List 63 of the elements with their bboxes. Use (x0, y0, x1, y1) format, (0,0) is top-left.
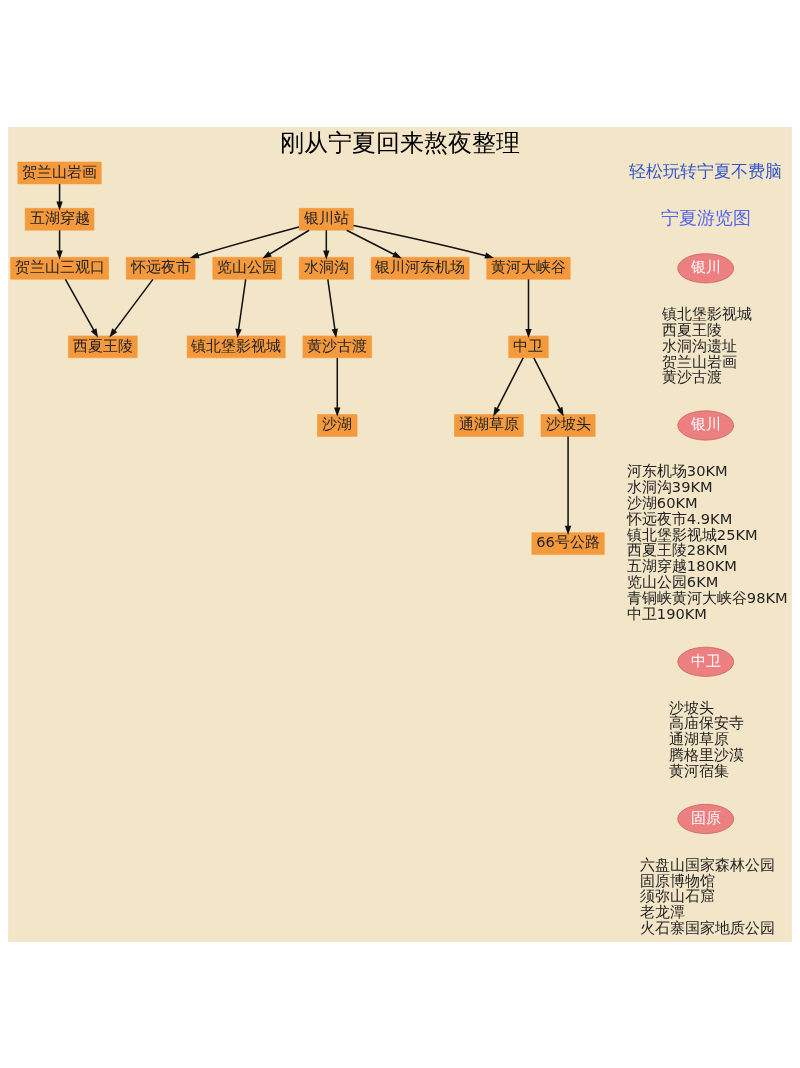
node-box: 沙湖 (317, 413, 358, 437)
node-box: 五湖穿越 (24, 207, 95, 231)
node-label: 青铜峡黄河大峡谷98KM (626, 588, 788, 606)
node-box: 贺兰山岩画 (17, 161, 102, 184)
node-box: 中卫 (508, 335, 549, 358)
diagram-title: 刚从宁夏回来熬夜整理 (280, 127, 520, 157)
node-box: 黄河大峡谷 (486, 256, 571, 280)
node-label: 腾格里沙漠 (668, 745, 744, 763)
node-box: 览山公园 (212, 256, 282, 280)
node-label: 沙湖60KM (626, 493, 698, 511)
node-label: 黄沙古渡 (661, 367, 722, 385)
node-box: 银川河东机场 (370, 256, 470, 280)
node-label: 览山公园6KM (626, 572, 719, 590)
arrow (64, 278, 99, 338)
node-box: 怀远夜市 (125, 256, 196, 280)
arrow (334, 356, 341, 417)
arrow (345, 229, 402, 258)
node-label: 河东机场30KM (626, 461, 728, 479)
arrow (533, 356, 564, 416)
node-label: 西夏王陵 (661, 320, 722, 338)
node-label: 沙坡头 (668, 697, 714, 715)
node-label: 六盘山国家森林公园 (639, 855, 775, 873)
node-box: 贺兰山三观口 (10, 256, 109, 280)
node-box: 黄沙古渡 (302, 335, 372, 358)
node-box: 西夏王陵 (68, 335, 138, 358)
arrow (56, 229, 63, 260)
arrow (189, 225, 300, 258)
node-label: 黄河宿集 (668, 761, 729, 779)
node-label: 固原博物馆 (639, 870, 715, 888)
arrow (235, 278, 247, 338)
node-label: 水洞沟39KM (626, 477, 713, 495)
label: 轻松玩转宁夏不费脑 (629, 160, 783, 181)
arrow (493, 356, 524, 416)
node-box: 66号公路 (531, 531, 605, 555)
node-box: 银川站 (298, 207, 354, 231)
node-box: 水洞沟 (298, 256, 354, 280)
arrow (327, 278, 338, 338)
arrow (564, 435, 572, 535)
node-ellipse: 中卫 (677, 646, 734, 677)
node-label: 贺兰山岩画 (661, 351, 737, 369)
node-ellipse: 固原 (677, 803, 734, 834)
node-label: 高庙保安寺 (668, 713, 744, 731)
node-label: 水洞沟遗址 (661, 336, 737, 354)
node-label: 通湖草原 (668, 729, 729, 747)
node-ellipse: 银川 (677, 410, 734, 440)
arrow (56, 182, 63, 211)
arrow (262, 229, 310, 259)
arrow (109, 278, 154, 338)
node-label: 怀远夜市4.9KM (626, 509, 733, 527)
arrow (525, 278, 532, 338)
node-box: 沙坡头 (540, 413, 596, 437)
node-ellipse: 银川 (677, 252, 734, 283)
label: 宁夏游览图 (660, 206, 751, 228)
node-box: 通湖草原 (454, 413, 524, 437)
arrow (352, 224, 495, 259)
node-label: 中卫190KM (626, 604, 707, 622)
node-label: 镇北堡影视城25KM (626, 524, 758, 542)
node-label: 五湖穿越180KM (626, 556, 737, 574)
node-label: 火石寨国家地质公园 (639, 918, 775, 936)
node-label: 镇北堡影视城 (661, 304, 752, 322)
node-label: 老龙潭 (639, 902, 685, 920)
arrow (323, 229, 330, 260)
node-box: 镇北堡影视城 (186, 335, 286, 358)
